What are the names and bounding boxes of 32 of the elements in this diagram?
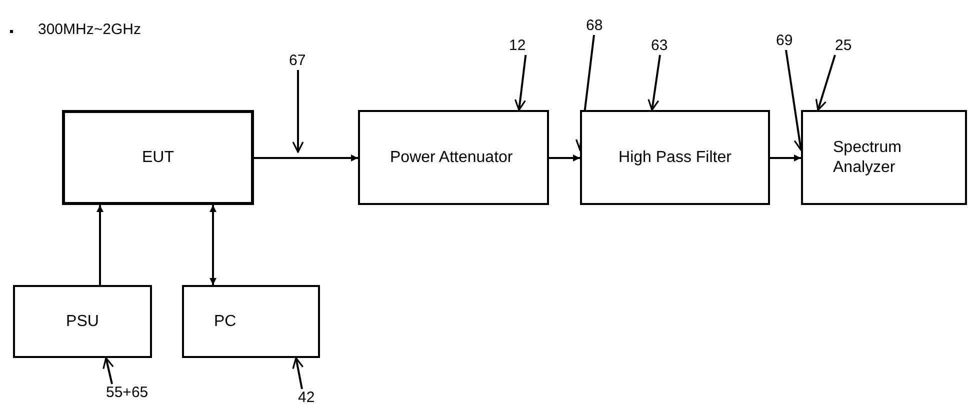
arrow <box>549 154 580 162</box>
frequency-range-text: 300MHz~2GHz <box>38 21 141 38</box>
leader-line <box>648 54 661 111</box>
callout-number: 12 <box>509 37 526 55</box>
block-box <box>358 110 549 205</box>
block-box <box>580 110 770 205</box>
block-label: PSU <box>66 312 99 332</box>
leader-line <box>292 357 304 390</box>
arrow <box>210 205 216 285</box>
leader-line <box>292 70 304 153</box>
callout-number: 55+65 <box>106 384 148 402</box>
block-box <box>182 285 320 358</box>
callout-number: 63 <box>651 37 668 55</box>
block-label: PC <box>213 312 236 332</box>
leader-line <box>514 54 527 111</box>
arrow <box>770 154 801 162</box>
block-label: Power Attenuator <box>389 148 514 168</box>
block-box <box>801 110 967 205</box>
block-label: High Pass Filter <box>618 148 732 168</box>
block-box <box>13 285 152 358</box>
arrow <box>96 205 104 285</box>
block-box <box>62 110 254 205</box>
block-label: Spectrum Analyzer <box>832 138 902 178</box>
leader-line <box>102 357 114 384</box>
callout-number: 25 <box>835 37 852 55</box>
leader-line <box>815 54 836 111</box>
arrow <box>254 154 358 162</box>
callout-number: 68 <box>586 17 603 35</box>
callout-number: 69 <box>776 32 793 50</box>
callout-number: 67 <box>289 52 306 70</box>
block-label: EUT <box>142 148 174 168</box>
callout-number: 42 <box>298 389 315 407</box>
